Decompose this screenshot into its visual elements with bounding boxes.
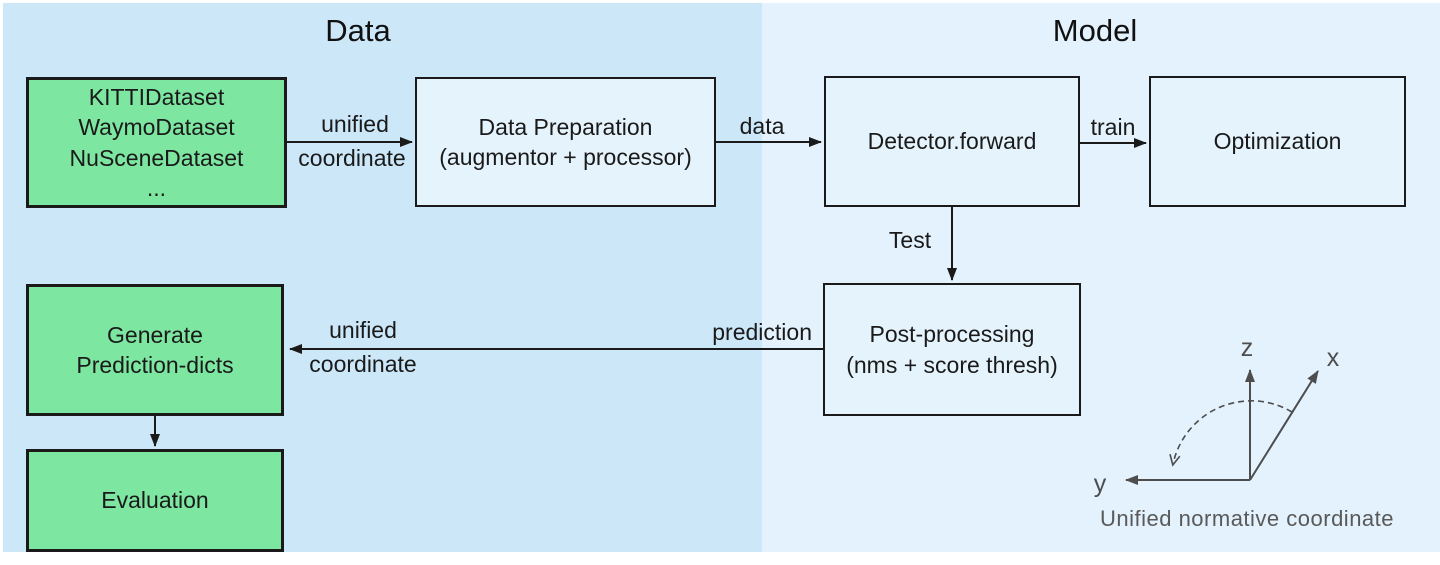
edge-label-train: train (1090, 114, 1136, 140)
datasets-line: KITTIDataset (88, 83, 225, 110)
edge-label-data: data (739, 113, 785, 139)
axes-caption: Unified normative coordinate (1099, 506, 1395, 531)
detector-forward-line: Detector.forward (867, 128, 1037, 155)
post-processing-box: Post-processing (nms + score thresh) (823, 283, 1081, 416)
section-title-data: Data (325, 13, 391, 48)
data-preparation-line: (augmentor + processor) (439, 144, 692, 170)
edge-label-unified-bottom: unified (329, 317, 397, 343)
datasets-box: KITTIDataset WaymoDataset NuSceneDataset… (26, 77, 287, 208)
detector-forward-box: Detector.forward (824, 76, 1080, 207)
generate-prediction-box: Generate Prediction-dicts (26, 284, 284, 416)
edge-label-coordinate-bottom: coordinate (309, 351, 417, 377)
data-preparation-box: Data Preparation (augmentor + processor) (415, 77, 716, 207)
data-preparation-line: Data Preparation (478, 113, 653, 140)
post-processing-line: (nms + score thresh) (846, 351, 1058, 378)
evaluation-line: Evaluation (101, 487, 209, 514)
section-title-model: Model (1052, 13, 1138, 48)
edge-label-unified-top: unified (321, 111, 389, 137)
edge-label-coordinate-top: coordinate (298, 145, 406, 171)
evaluation-box: Evaluation (26, 449, 284, 552)
datasets-line: WaymoDataset (78, 114, 235, 141)
datasets-line: ... (146, 174, 167, 201)
edge-label-prediction: prediction (712, 319, 812, 345)
optimization-line: Optimization (1213, 128, 1342, 155)
post-processing-line: Post-processing (869, 321, 1035, 348)
generate-prediction-line: Prediction-dicts (76, 352, 234, 378)
generate-prediction-line: Generate (107, 321, 203, 348)
datasets-line: NuSceneDataset (69, 144, 244, 171)
edge-label-test: Test (888, 227, 932, 253)
optimization-box: Optimization (1149, 76, 1406, 207)
